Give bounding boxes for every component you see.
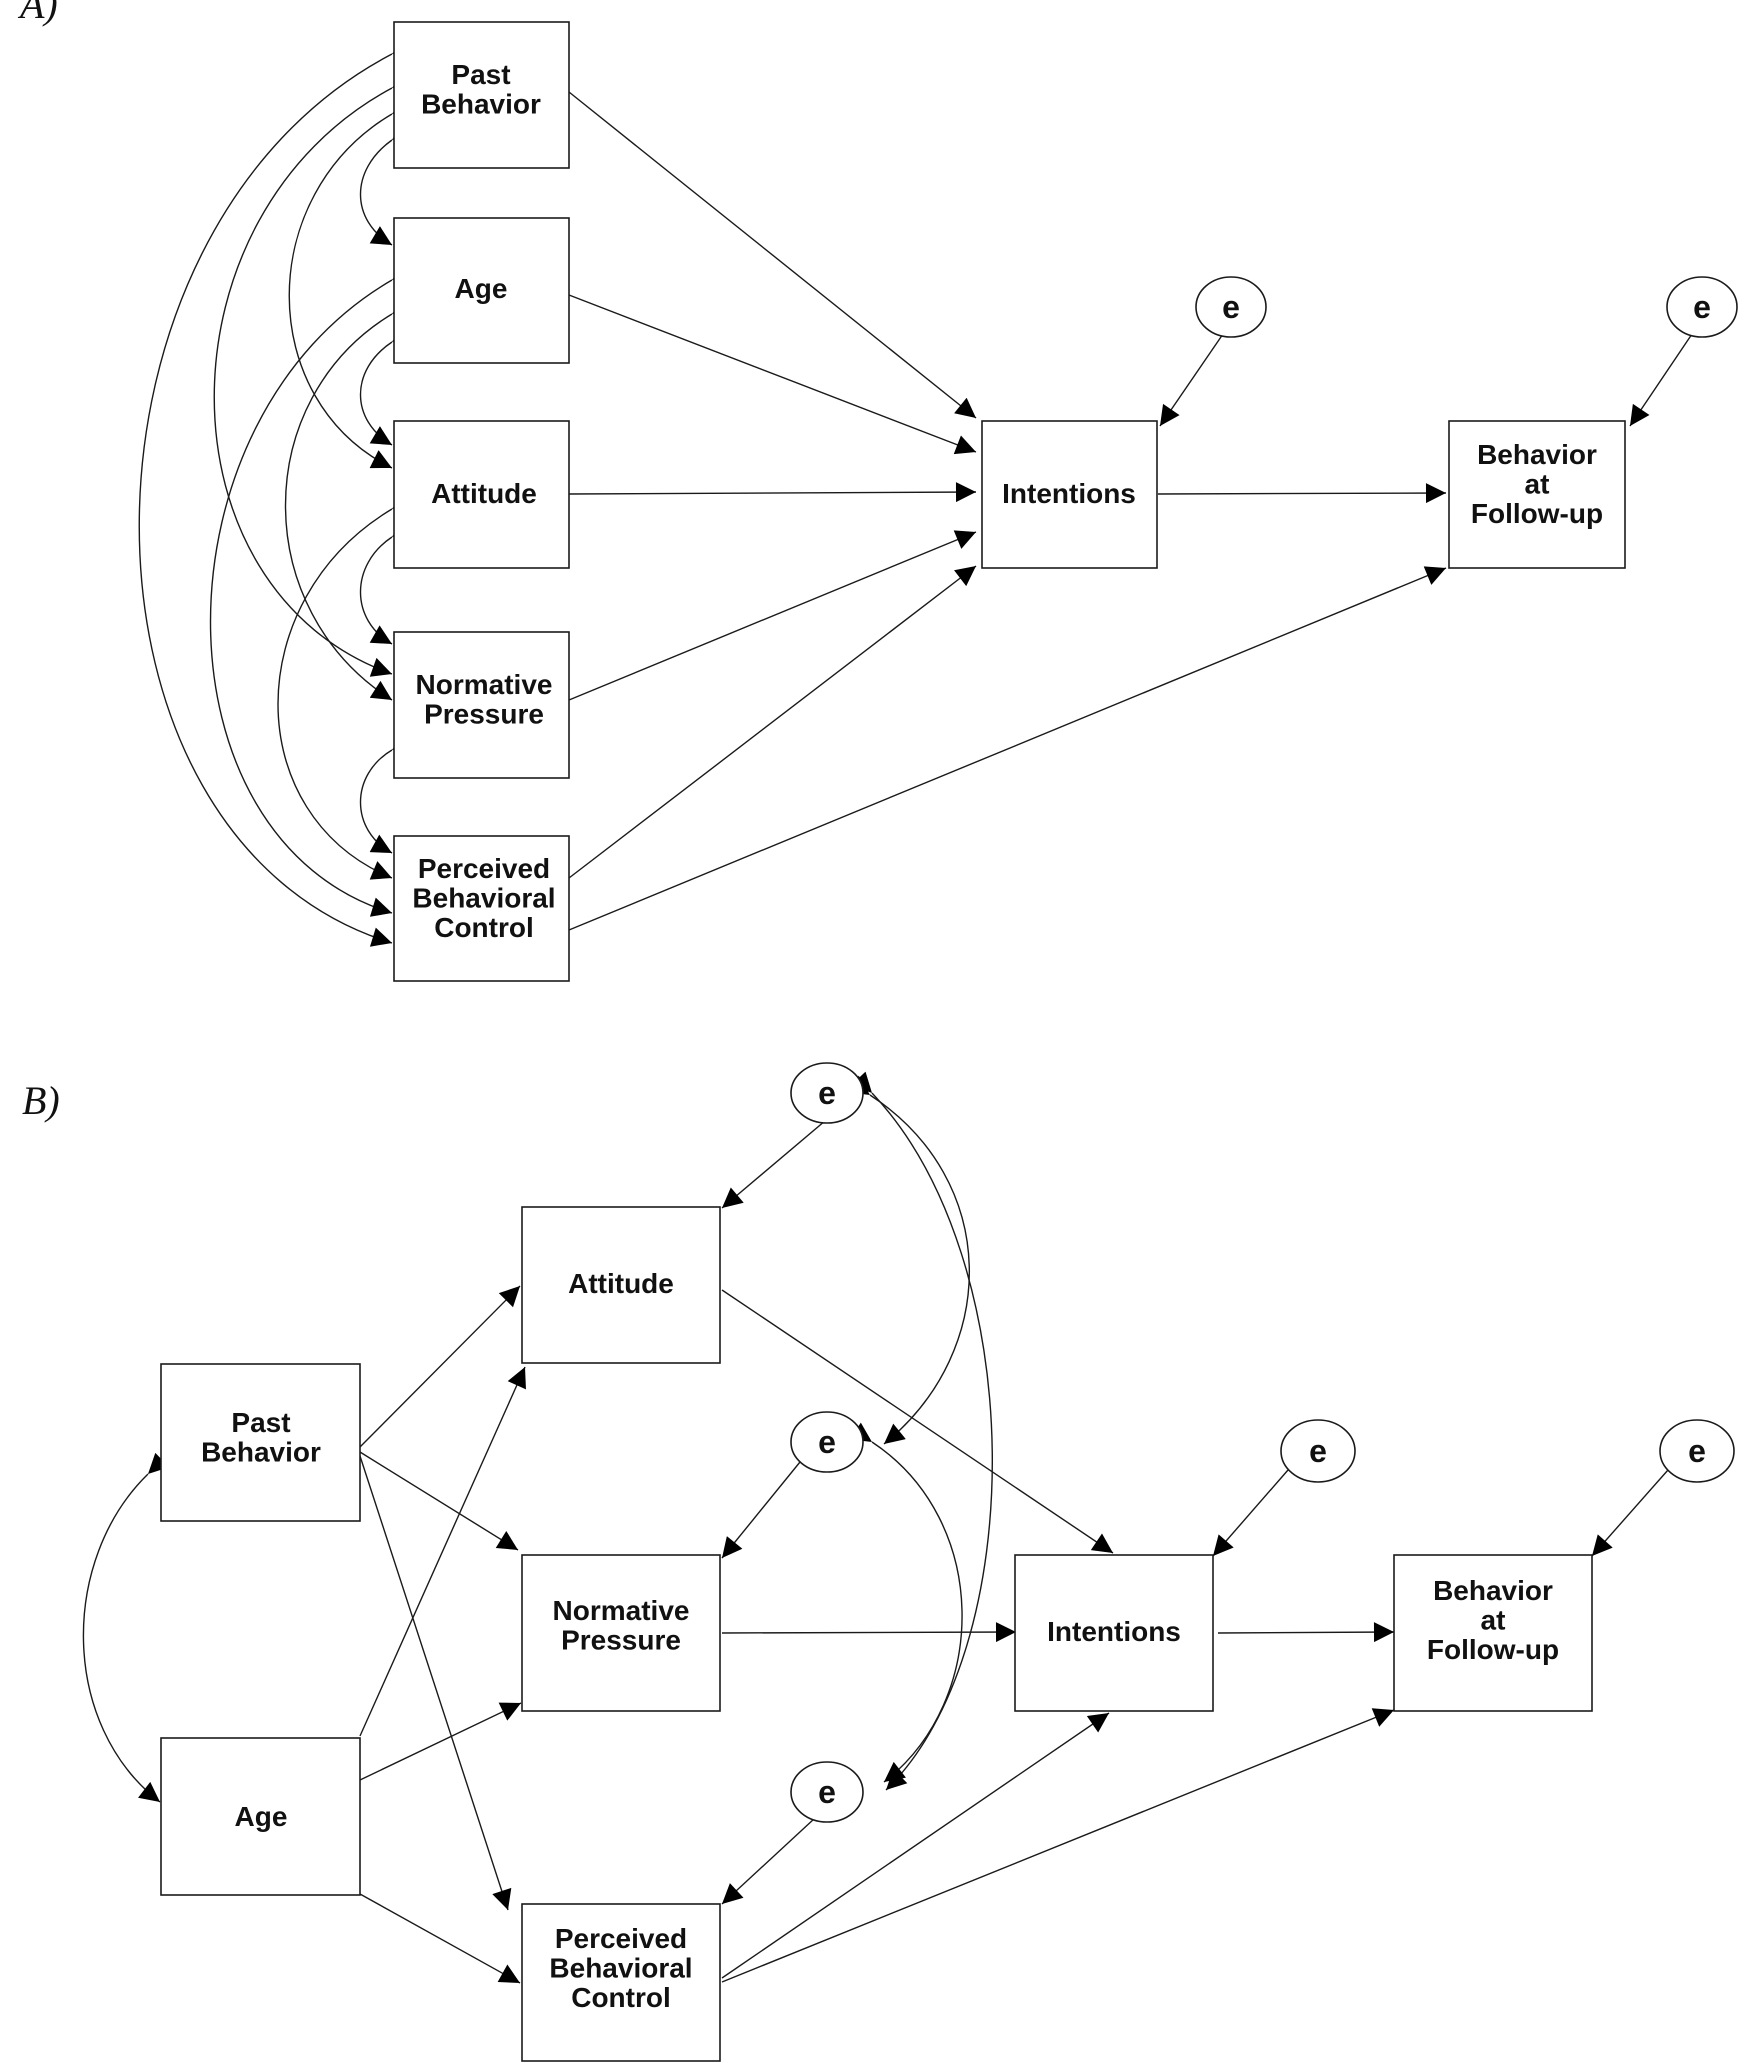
path-b-age-pbc [359, 1893, 521, 1984]
panel-a-label: A) [17, 0, 58, 27]
path-ebeh-beh [1629, 333, 1693, 427]
label-b-attitude: Attitude [568, 1268, 674, 1299]
cov-past-norm [213, 69, 415, 677]
label-a-attitude: Attitude [431, 478, 537, 509]
label-b-e-pbc: e [818, 1774, 836, 1810]
cov-age-attitude [359, 322, 415, 446]
node-b-int: Intentions [1014, 1554, 1214, 1712]
error-a-beh: e [1666, 276, 1738, 338]
error-b-att: e [790, 1062, 864, 1124]
label-a-e-int: e [1222, 289, 1240, 325]
cov-past-age [359, 120, 415, 246]
cov-age-pbc [209, 261, 415, 917]
error-b-beh: e [1659, 1419, 1735, 1483]
label-a-int: Intentions [1002, 478, 1136, 509]
cov-eatt-epbc [850, 1071, 993, 1791]
label-a-age: Age [455, 273, 508, 304]
label-b-e-norm: e [818, 1424, 836, 1460]
node-a-attitude: Attitude [393, 420, 570, 569]
cov-age-norm [284, 295, 415, 701]
cov-attitude-norm [359, 517, 415, 645]
label-b-e-att: e [818, 1075, 836, 1111]
path-b-norm-int [721, 1622, 1017, 1643]
path-b-past-norm [359, 1451, 519, 1551]
path-b-pbc-beh [721, 1708, 1395, 1983]
error-b-int: e [1280, 1419, 1356, 1483]
cov-attitude-pbc [277, 490, 415, 880]
panel-b: B) P [22, 1062, 1735, 2062]
node-b-attitude: Attitude [521, 1206, 721, 1364]
node-b-age: Age [160, 1737, 361, 1896]
path-pbc-int [568, 565, 977, 879]
cov-enorm-epbc [849, 1422, 963, 1783]
path-b-past-att [359, 1285, 521, 1448]
path-pbc-beh [568, 566, 1447, 931]
path-b-age-att [359, 1366, 526, 1737]
label-b-e-beh: e [1688, 1433, 1706, 1469]
cov-past-pbc [138, 35, 415, 947]
label-b-e-int: e [1309, 1433, 1327, 1469]
path-past-int [568, 91, 977, 419]
cov-past-attitude [288, 95, 415, 469]
error-b-norm: e [790, 1411, 864, 1473]
path-b-pbc-int [721, 1712, 1110, 1979]
error-a-int: e [1195, 276, 1267, 338]
path-b-att-int [721, 1289, 1114, 1554]
label-b-int: Intentions [1047, 1616, 1181, 1647]
node-a-int: Intentions [981, 420, 1158, 569]
panel-a-paths [568, 91, 1693, 931]
path-b-age-norm [359, 1702, 522, 1781]
path-norm-int [568, 530, 977, 701]
error-b-pbc: e [790, 1761, 864, 1823]
path-b-eatt-att [721, 1114, 833, 1209]
path-int-beh [1157, 483, 1447, 504]
cov-eatt-enorm [847, 1075, 970, 1445]
panel-b-covariances [82, 1071, 993, 1803]
path-eint-int [1159, 333, 1224, 427]
path-age-int [568, 294, 977, 455]
panel-a-covariances [138, 35, 415, 947]
path-b-ebeh-beh [1591, 1469, 1669, 1557]
panel-b-label: B) [22, 1078, 60, 1123]
panel-b-paths [359, 1114, 1669, 1984]
cov-norm-pbc [359, 731, 415, 854]
cov-past-age-b [82, 1452, 170, 1803]
path-b-int-beh [1217, 1622, 1395, 1643]
node-a-age: Age [393, 217, 570, 364]
label-a-e-beh: e [1693, 289, 1711, 325]
path-b-epbc-pbc [721, 1805, 829, 1905]
label-b-age: Age [235, 1801, 288, 1832]
path-attitude-int [568, 482, 977, 503]
path-b-eint-int [1212, 1469, 1289, 1557]
path-b-past-pbc [359, 1455, 512, 1911]
path-b-enorm-norm [721, 1461, 801, 1559]
